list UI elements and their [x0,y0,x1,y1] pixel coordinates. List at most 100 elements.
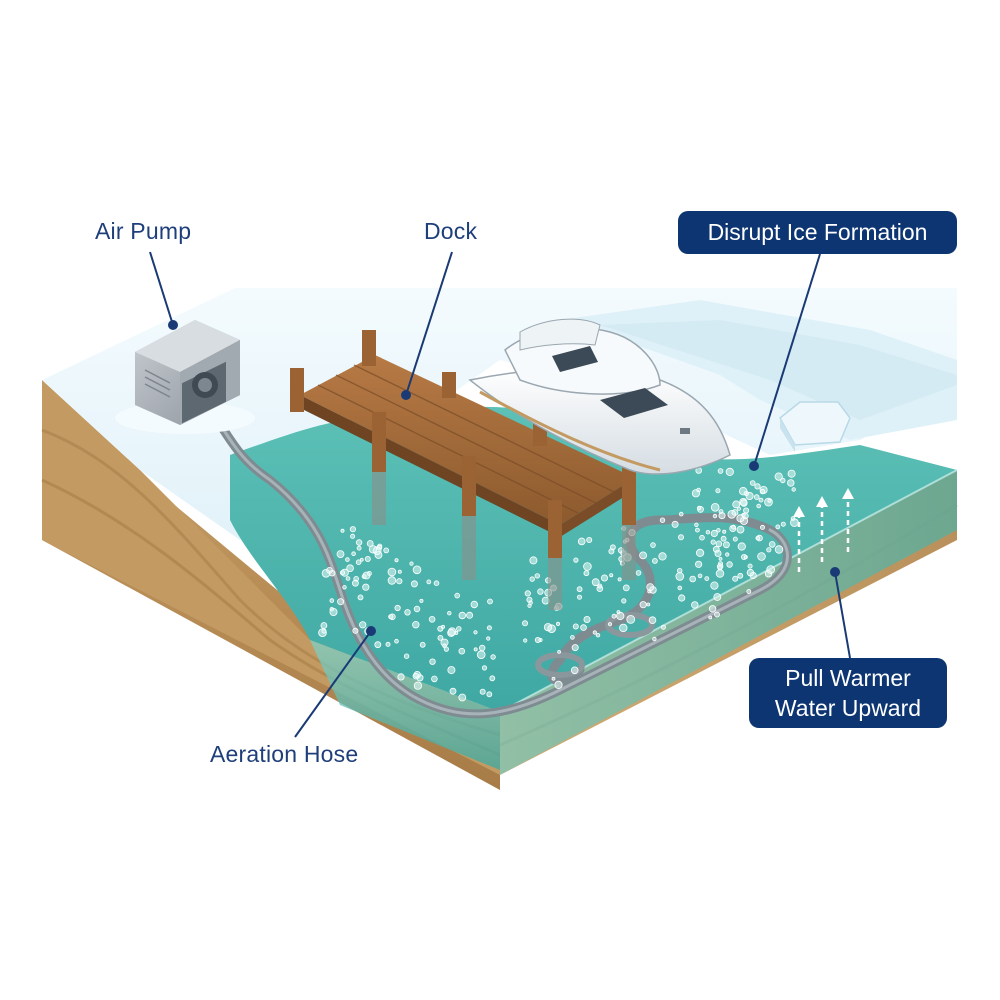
bubble [377,545,382,550]
bubble [571,636,575,640]
air-pump-label: Air Pump [95,218,191,245]
bubble [584,616,590,622]
bubble [363,584,369,590]
bubble [535,637,540,642]
bubble [711,503,719,511]
bubble [459,612,466,619]
pull-warmer-line1: Pull Warmer [749,663,947,693]
bubble [471,601,478,608]
bubble [739,487,747,495]
bubble [441,625,444,628]
bubble [678,586,682,590]
bubble [444,647,448,651]
bubble [692,602,699,609]
bubble [356,540,362,546]
bubble [353,628,358,633]
bubble [388,568,396,576]
bubble [738,543,745,550]
bubble [455,593,460,598]
bubble [587,537,592,542]
pull-warmer-water-callout: Pull Warmer Water Upward [749,658,947,728]
bubble [733,576,738,581]
bubble [404,654,409,659]
bubble [719,513,725,519]
bubble [737,515,744,522]
bubble [759,498,763,502]
bubble [525,591,530,596]
bubble [490,676,495,681]
bubble [636,571,641,576]
bubble [713,514,717,518]
bubble [788,480,795,487]
bubble [601,575,607,581]
bubble [571,667,578,674]
bubble [389,615,393,619]
bubble [474,631,477,634]
aeration-hose-label: Aeration Hose [210,741,358,768]
bubble [788,470,795,477]
bubble [343,586,347,590]
bubble [357,546,361,550]
bubble [711,540,715,544]
bubble [427,580,431,584]
bubble [697,506,701,510]
bubble [350,527,355,532]
bubble [596,633,600,637]
bubble [695,528,699,532]
bubble [411,581,417,587]
bubble [414,682,421,689]
bubble [716,570,724,578]
bubble [592,579,599,586]
bubble [487,692,492,697]
bubble [365,556,370,561]
bubble [612,614,616,618]
bubble [448,628,456,636]
bubble [647,603,650,606]
bubble [572,645,578,651]
bubble [367,541,373,547]
bubble [769,542,775,548]
bubble [386,642,390,646]
bubble [652,558,657,563]
bubble [577,595,581,599]
bubble [375,552,382,559]
bubble [522,621,527,626]
bubble [351,534,355,538]
bubble [352,552,356,556]
bubble [480,689,485,694]
bubble [405,610,411,616]
dock-label: Dock [424,218,477,245]
bubble [608,623,611,626]
bubble [487,637,490,640]
bubble [660,518,665,523]
bubble [732,525,736,529]
bubble [651,543,656,548]
bubble [767,548,771,552]
bubble [776,525,780,529]
bubble [338,599,344,605]
bubble [678,535,683,540]
bubble [410,562,413,565]
bubble [474,648,477,651]
bubble [388,577,396,585]
bubble [430,659,436,665]
bubble [727,562,733,568]
bubble [716,489,720,493]
bubble [709,616,712,619]
bubble [767,566,775,574]
bubble [397,579,402,584]
bubble [538,589,544,595]
bubble [413,566,421,574]
bubble [754,495,759,500]
bubble [558,650,561,653]
bubble [457,627,462,632]
bubble [420,599,423,602]
bubble [679,512,683,516]
bubble [723,530,726,533]
bubble [733,537,737,541]
bubble [577,587,582,592]
bubble [737,526,744,533]
bubble [610,574,613,577]
bubble [744,556,747,559]
